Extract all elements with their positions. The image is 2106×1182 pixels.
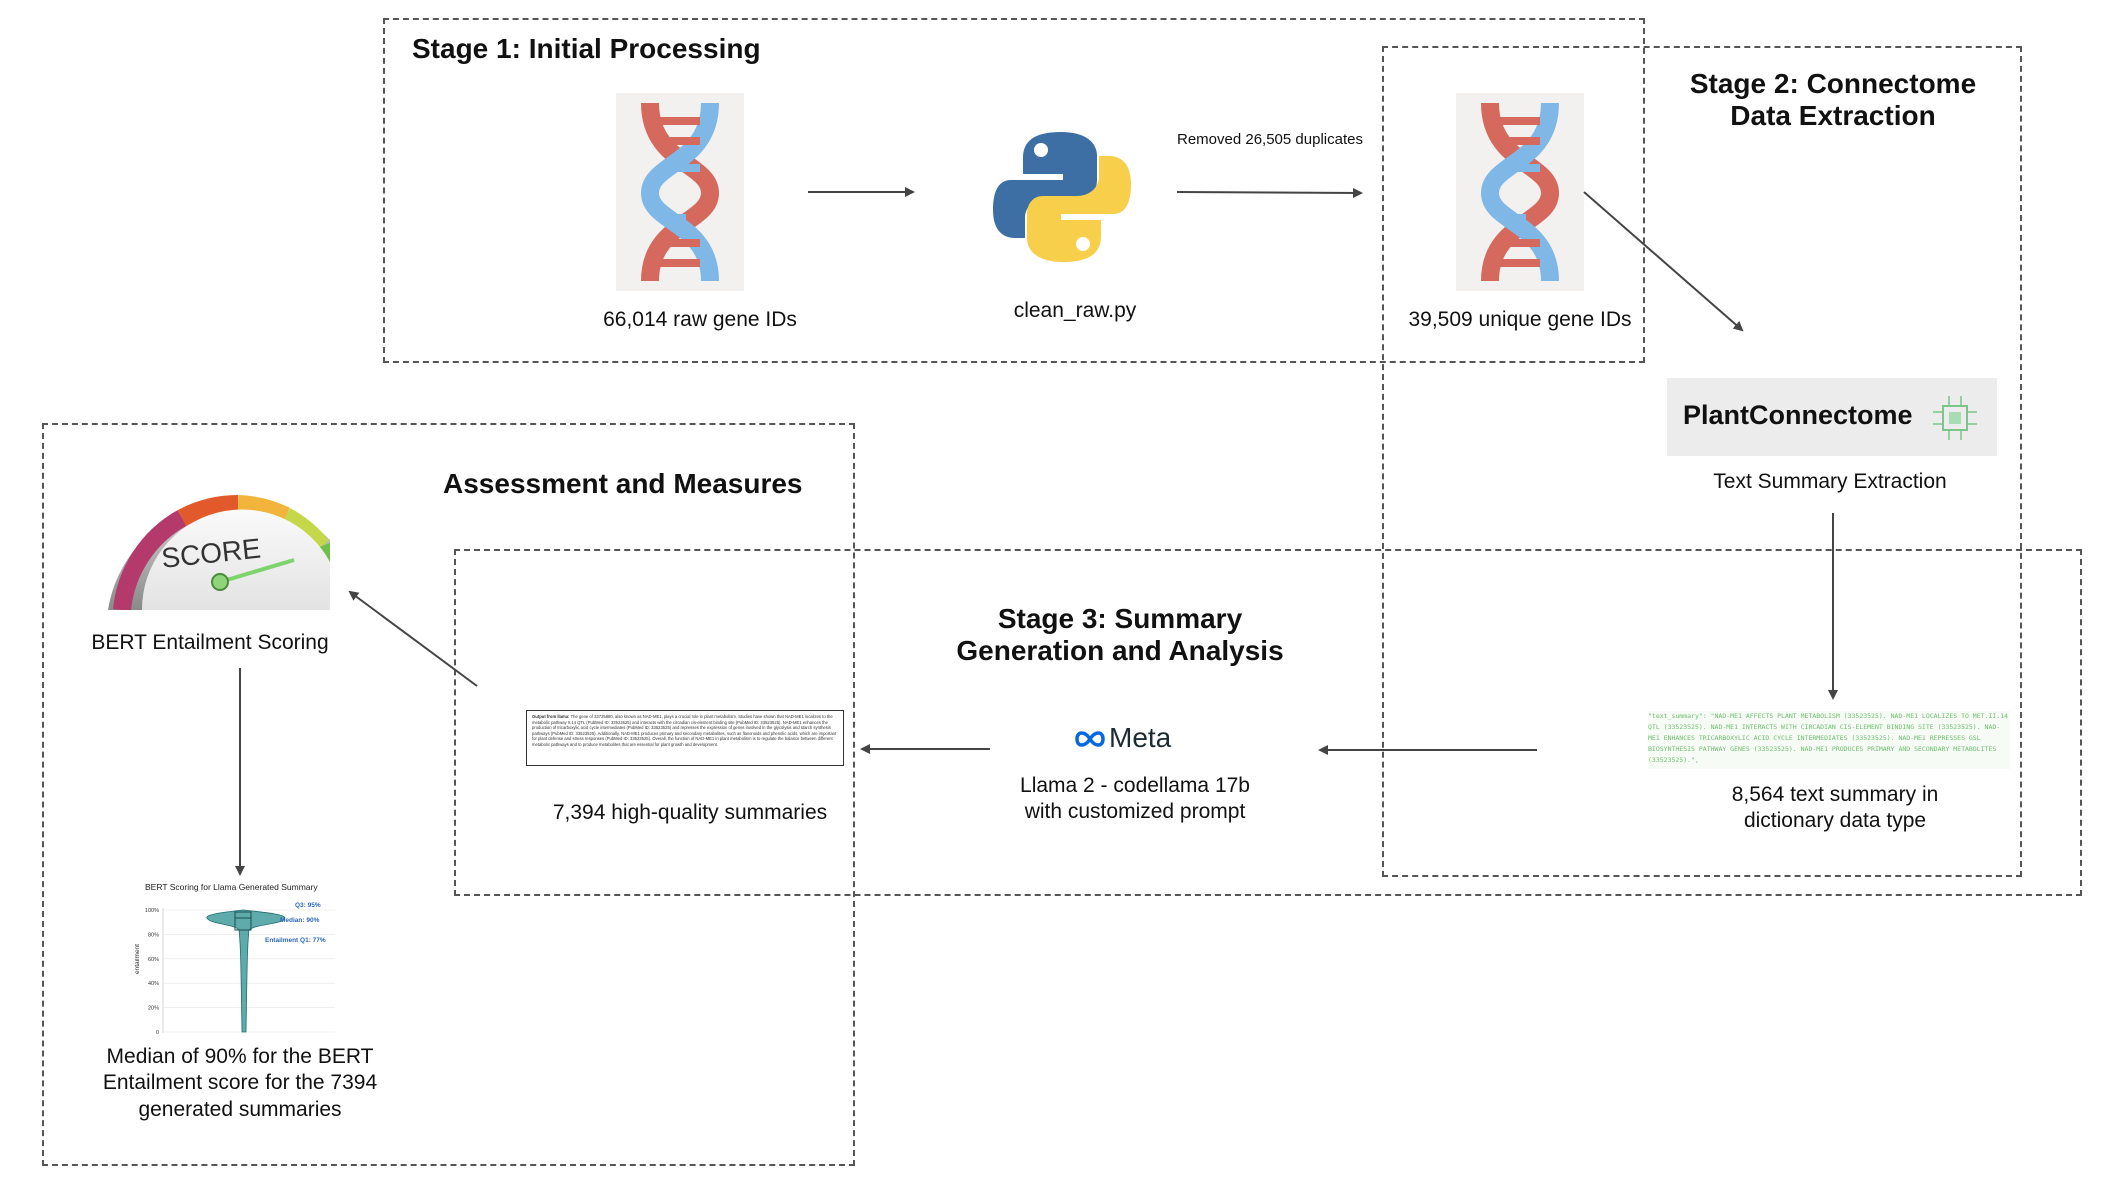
dna-raw-icon (616, 93, 744, 291)
llama-output-text: The gene of 33725880, also known as NAD-… (532, 714, 837, 747)
meta-infinity-icon (1075, 731, 1105, 747)
score-gauge-icon: SCORE (108, 470, 330, 610)
stage3-box (454, 549, 2082, 896)
violin-shape (206, 909, 286, 1033)
stage3-title: Stage 3: Summary Generation and Analysis (920, 603, 1320, 667)
arrow-unique-to-plantconnectome (1583, 191, 1744, 332)
assessment-box (42, 423, 855, 1166)
violin-chart-title: BERT Scoring for Llama Generated Summary (145, 882, 318, 892)
median-score-line1: Median of 90% for the BERT (106, 1045, 374, 1068)
stage2-box (1382, 46, 2022, 877)
text-summary-snippet: "text_summary": "NAD-ME1 AFFECTS PLANT M… (1648, 711, 2010, 769)
llama-model-line1: Llama 2 - codellama 17b (1020, 774, 1250, 797)
stage2-title-line2: Data Extraction (1730, 100, 1936, 132)
plantconnectome-name: PlantConnectome (1683, 400, 1913, 430)
plantconnectome-logo: PlantConnectome (1667, 378, 1997, 456)
llama-model-label: Llama 2 - codellama 17b with customized … (1000, 773, 1270, 826)
violin-tick-label: 20% (148, 1006, 159, 1012)
duplicates-note: Removed 26,505 duplicates (1177, 131, 1363, 148)
stage2-title-line1: Stage 2: Connectome (1689, 68, 1977, 99)
median-score-label: Median of 90% for the BERT Entailment sc… (80, 1044, 400, 1123)
median-score-line2: Entailment score for the 7394 (102, 1071, 378, 1095)
raw-gene-ids-label: 66,014 raw gene IDs (603, 308, 797, 331)
arrow-card-to-gauge (348, 590, 478, 687)
violin-tick-label: 0 (156, 1030, 159, 1036)
median-score-line3: generated summaries (138, 1097, 342, 1121)
summary-count-line1: 8,564 text summary in (1731, 783, 1939, 806)
summary-count-label: 8,564 text summary in dictionary data ty… (1690, 782, 1980, 835)
bert-violin-chart: BERT Scoring for Llama Generated Summary… (135, 882, 335, 1036)
violin-q1-label: Entailment Q1: 77% (265, 937, 326, 944)
violin-tick-label: 40% (148, 981, 159, 987)
violin-median-label: Median: 90% (280, 917, 320, 924)
violin-iqr-box (234, 911, 252, 931)
clean-raw-script-label: clean_raw.py (1013, 299, 1137, 322)
stage2-title: Stage 2: Connectome Data Extraction (1648, 68, 2018, 132)
python-icon (993, 132, 1131, 262)
stage1-title: Stage 1: Initial Processing (412, 33, 761, 64)
llama-output-card: Output from llama: The gene of 33725880,… (526, 710, 844, 766)
bert-scoring-label: BERT Entailment Scoring (91, 631, 329, 654)
violin-q3-label: Q3: 95% (295, 902, 321, 909)
summary-count-line2: dictionary data type (1743, 809, 1927, 833)
text-summary-extraction-label: Text Summary Extraction (1713, 470, 1947, 493)
violin-tick-label: 100% (145, 908, 159, 914)
violin-tick-label: 80% (148, 932, 159, 938)
stage1-box (383, 18, 1645, 363)
llama-model-line2: with customized prompt (1024, 800, 1246, 824)
violin-tick-label: 60% (148, 957, 159, 963)
assessment-title: Assessment and Measures (443, 468, 803, 499)
llama-output-title: Output from llama: (532, 714, 570, 719)
meta-logo: Meta (1073, 722, 1193, 758)
dna-unique-icon (1456, 93, 1584, 291)
unique-gene-ids-label: 39,509 unique gene IDs (1408, 308, 1632, 331)
arrow-script-to-unique (1176, 187, 1363, 198)
chip-icon (1933, 396, 1977, 440)
stage3-title-line2: Generation and Analysis (956, 635, 1284, 667)
violin-ylabel: entailment (135, 944, 141, 974)
stage3-title-line1: Stage 3: Summary (997, 603, 1243, 634)
meta-wordmark: Meta (1109, 722, 1172, 753)
high-quality-summaries-label: 7,394 high-quality summaries (552, 801, 828, 824)
